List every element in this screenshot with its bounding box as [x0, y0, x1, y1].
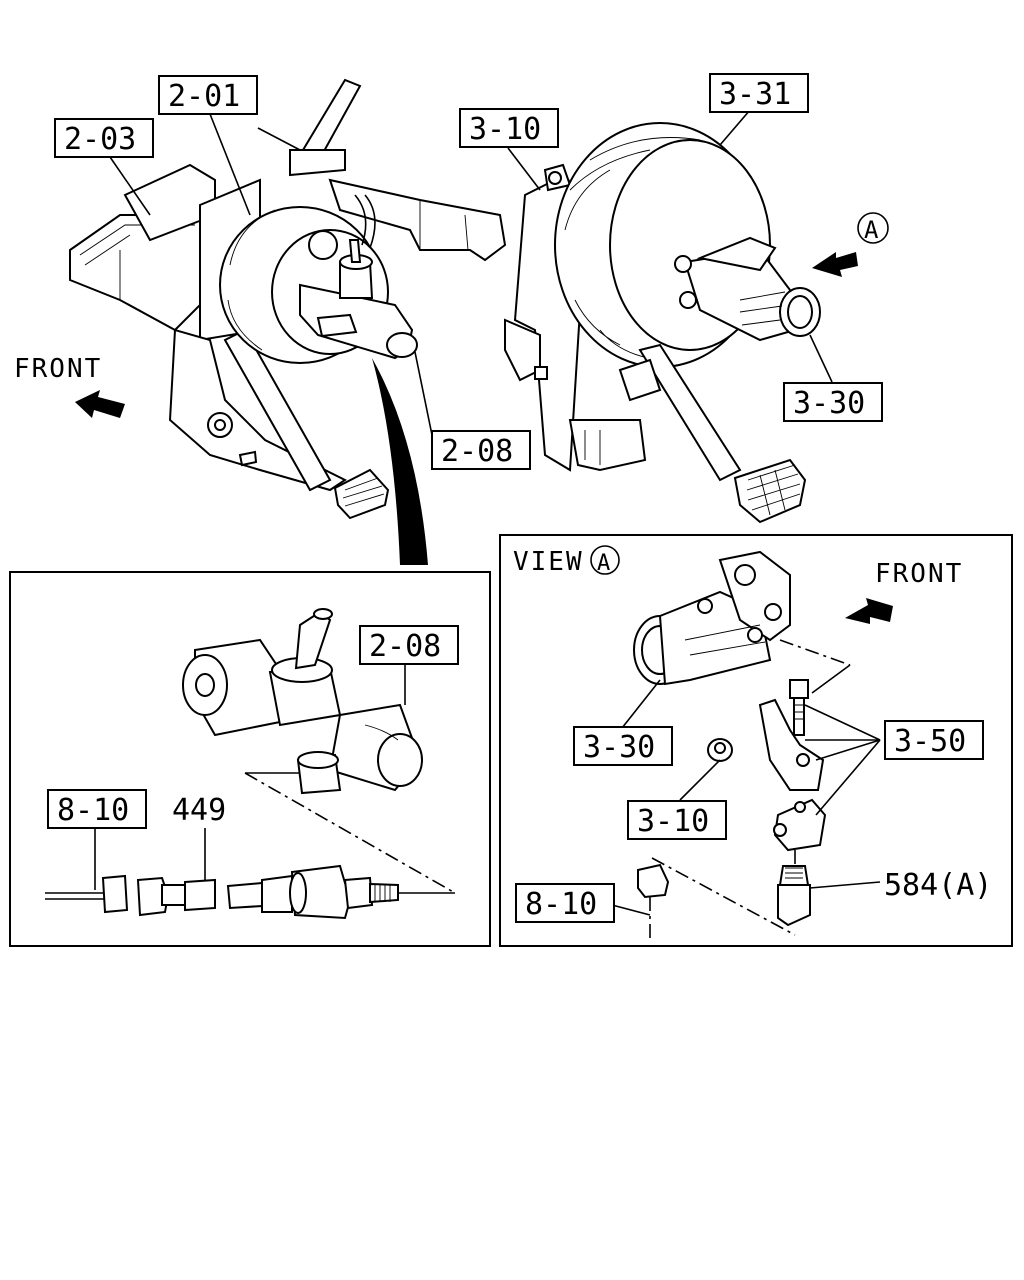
label-8-10-right: 8-10 — [515, 883, 615, 923]
left-pedal-booster-assembly — [69, 78, 507, 520]
label-3-31-text: 3-31 — [719, 77, 791, 112]
front-label-right: FRONT — [875, 559, 963, 589]
label-3-31: 3-31 — [709, 73, 809, 113]
label-8-10-left: 8-10 — [47, 789, 147, 829]
view-a-arrow-icon — [812, 252, 858, 277]
label-449-text: 449 — [172, 793, 226, 828]
right-pedal-booster-assembly — [504, 109, 833, 524]
front-arrow-left-icon — [75, 390, 125, 418]
label-8-10-left-text: 8-10 — [57, 793, 129, 828]
label-2-01: 2-01 — [158, 75, 258, 115]
label-3-10-top-text: 3-10 — [469, 112, 541, 147]
label-449: 449 — [172, 793, 226, 828]
view-a-header: VIEW A — [513, 545, 620, 577]
right-inset-panel — [499, 534, 1013, 947]
front-direction-left: FRONT — [14, 354, 125, 418]
label-3-30-inset: 3-30 — [573, 726, 673, 766]
label-3-50: 3-50 — [884, 720, 984, 760]
label-3-50-text: 3-50 — [894, 724, 966, 759]
view-letter-circle — [590, 545, 620, 575]
label-2-03: 2-03 — [54, 118, 154, 158]
left-inset-panel — [9, 571, 491, 947]
view-letter: A — [597, 551, 610, 576]
front-label-left: FRONT — [14, 354, 102, 384]
label-2-08-inset: 2-08 — [359, 625, 459, 665]
front-direction-right: FRONT — [845, 559, 963, 624]
label-2-08-inset-text: 2-08 — [369, 629, 441, 664]
inset-pointer-arrow-icon — [372, 358, 428, 565]
view-a-callout-letter: A — [864, 216, 879, 244]
view-a-callout-circle — [857, 212, 889, 244]
label-3-10-top: 3-10 — [459, 108, 559, 148]
label-8-10-right-text: 8-10 — [525, 887, 597, 922]
label-3-10-inset-text: 3-10 — [637, 804, 709, 839]
label-3-30-top: 3-30 — [783, 382, 883, 422]
front-arrow-right-icon — [845, 598, 893, 624]
label-3-30-top-text: 3-30 — [793, 386, 865, 421]
label-584a: 584(A) — [884, 868, 992, 903]
label-2-08-top: 2-08 — [431, 430, 531, 470]
label-2-01-text: 2-01 — [168, 79, 240, 114]
label-2-08-top-text: 2-08 — [441, 434, 513, 469]
label-2-03-text: 2-03 — [64, 122, 136, 157]
label-584a-text: 584(A) — [884, 868, 992, 903]
view-label: VIEW — [513, 547, 584, 577]
view-a-callout: A — [812, 212, 889, 277]
label-3-10-inset: 3-10 — [627, 800, 727, 840]
label-3-30-inset-text: 3-30 — [583, 730, 655, 765]
